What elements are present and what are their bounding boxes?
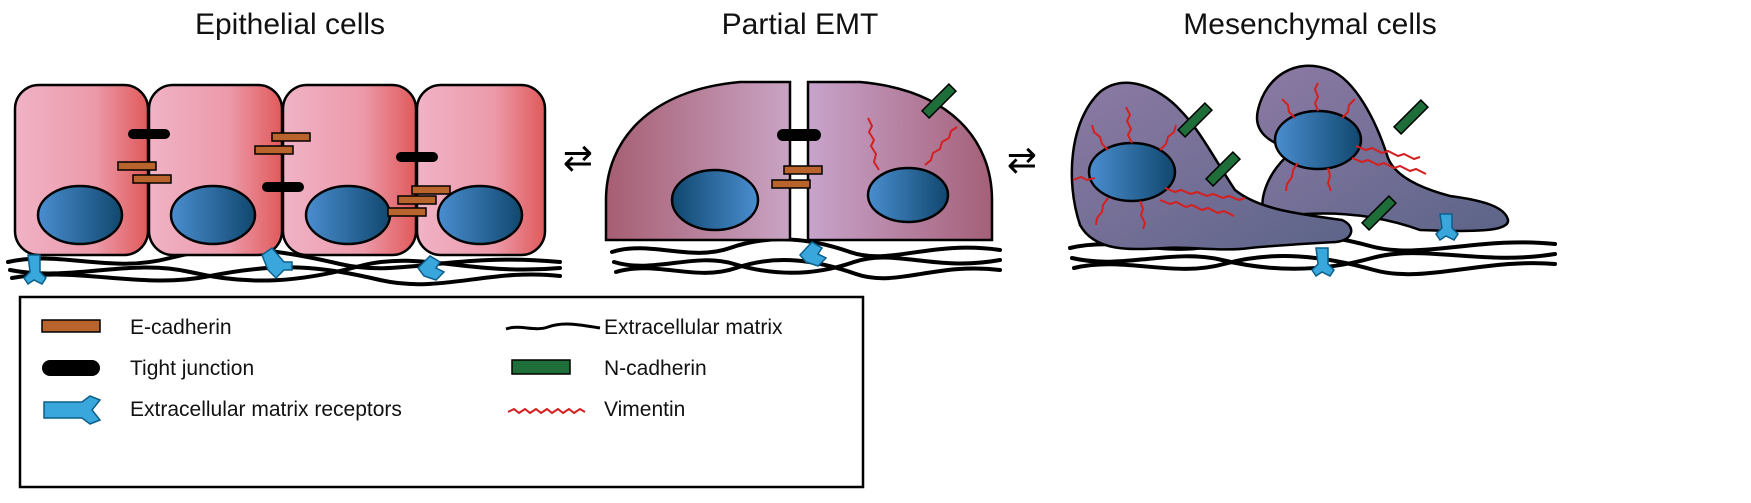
title-epithelial: Epithelial cells [195, 8, 385, 41]
ecm-receptor-icon [43, 395, 102, 425]
nucleus [1087, 141, 1177, 203]
nucleus [1273, 109, 1363, 171]
nucleus [36, 184, 124, 246]
legend-label-ecm: Extracellular matrix [604, 316, 783, 339]
nucleus [436, 184, 524, 246]
epithelial-e-cadherin [117, 132, 451, 217]
legend-label-ecm-receptors: Extracellular matrix receptors [130, 398, 402, 421]
partial-n-cadherin [920, 82, 958, 120]
mesenchymal-nuclei [1087, 109, 1363, 203]
nucleus [304, 184, 392, 246]
mesenchymal-cell-right [1255, 64, 1510, 233]
legend-label-e-cadherin: E-cadherin [130, 316, 232, 339]
legend-label-vimentin: Vimentin [604, 398, 685, 421]
vimentin-icon [507, 407, 586, 415]
partial-vimentin [867, 117, 958, 171]
nucleus [169, 184, 257, 246]
transition-arrows-1: ⇄ [563, 138, 593, 179]
epithelial-nuclei [36, 184, 524, 246]
partial-e-cadherin [771, 165, 823, 189]
epithelial-ecm-receptors [23, 246, 446, 286]
e-cadherin-icon [41, 319, 101, 333]
nucleus [866, 166, 950, 224]
partial-ecm-receptor [798, 241, 828, 267]
mesenchymal-vimentin [1072, 82, 1427, 230]
partial-tight-junction [777, 129, 821, 141]
partial-ecm [610, 237, 1002, 281]
epithelial-tight-junctions [128, 129, 438, 192]
transition-arrows-2: ⇄ [1007, 140, 1037, 181]
title-partial-emt: Partial EMT [722, 8, 879, 41]
mesenchymal-n-cadherin [1176, 98, 1430, 232]
mesenchymal-ecm-receptors [1311, 213, 1459, 278]
tight-junction-icon [42, 360, 100, 376]
partial-nuclei [670, 166, 950, 232]
legend-label-tight-junction: Tight junction [130, 357, 254, 380]
n-cadherin-icon [511, 359, 571, 375]
legend-label-n-cadherin: N-cadherin [604, 357, 707, 380]
title-mesenchymal: Mesenchymal cells [1183, 8, 1436, 41]
ecm-fiber-icon [505, 322, 601, 331]
legend-box [18, 295, 865, 489]
nucleus [670, 168, 760, 232]
